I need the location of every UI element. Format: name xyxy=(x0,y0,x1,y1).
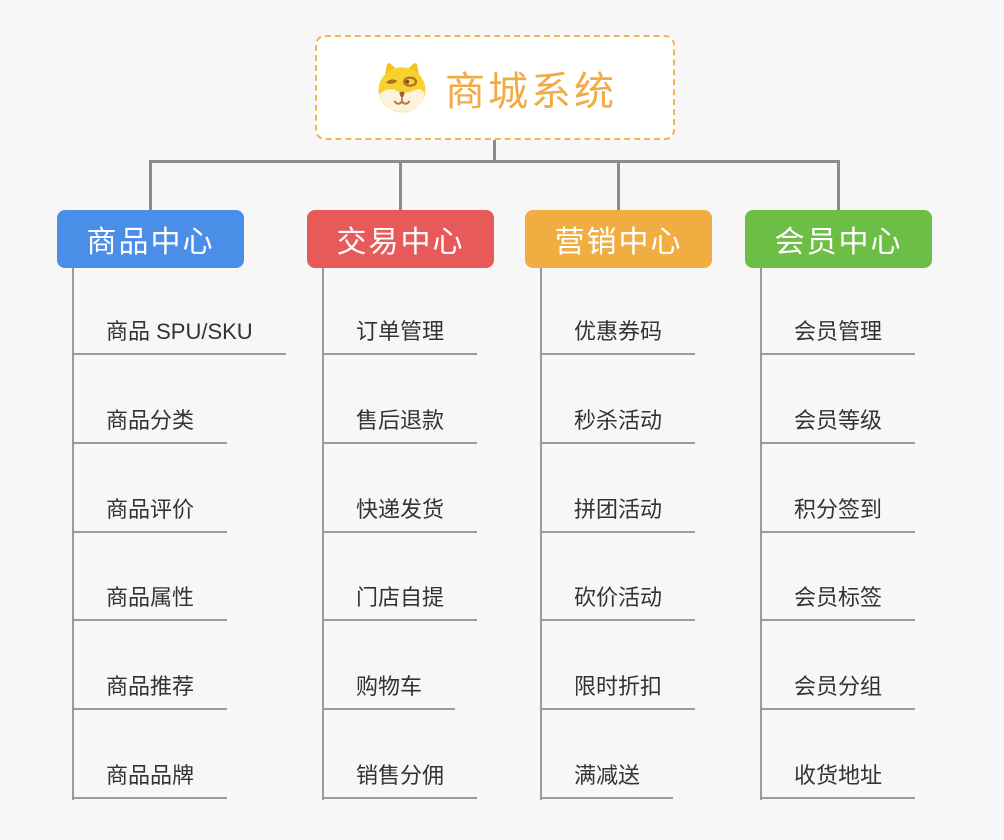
leaf-node[interactable]: 会员等级 xyxy=(760,408,916,444)
leaf-node[interactable]: 会员管理 xyxy=(760,319,916,355)
branch-marketing-center: 营销中心 优惠券码 秒杀活动 拼团活动 砍价活动 限时折扣 满减送 xyxy=(525,0,775,840)
leaf-node[interactable]: 商品品牌 xyxy=(72,763,228,799)
leaf-node[interactable]: 门店自提 xyxy=(322,585,478,621)
branch-trade-center: 交易中心 订单管理 售后退款 快递发货 门店自提 购物车 销售分佣 xyxy=(307,0,557,840)
leaf-node[interactable]: 商品评价 xyxy=(72,497,228,533)
connector-bus xyxy=(149,160,840,163)
leaf-node[interactable]: 会员分组 xyxy=(760,674,916,710)
leaf-node[interactable]: 拼团活动 xyxy=(540,497,696,533)
leaf-node[interactable]: 积分签到 xyxy=(760,497,916,533)
leaf-node[interactable]: 售后退款 xyxy=(322,408,478,444)
leaf-node[interactable]: 优惠券码 xyxy=(540,319,696,355)
branch-line-product-center xyxy=(72,268,74,800)
branch-line-member-center xyxy=(760,268,762,800)
leaf-node[interactable]: 快递发货 xyxy=(322,497,478,533)
branch-line-trade-center xyxy=(322,268,324,800)
leaf-node[interactable]: 砍价活动 xyxy=(540,585,696,621)
leaf-node[interactable]: 限时折扣 xyxy=(540,674,696,710)
leaf-node[interactable]: 商品 SPU/SKU xyxy=(72,319,286,355)
branch-node-product-center[interactable]: 商品中心 xyxy=(57,210,244,268)
root-title: 商城系统 xyxy=(445,69,617,114)
leaf-node[interactable]: 商品推荐 xyxy=(72,674,228,710)
branch-member-center: 会员中心 会员管理 会员等级 积分签到 会员标签 会员分组 收货地址 xyxy=(745,0,995,840)
doge-icon xyxy=(378,62,426,112)
branch-line-marketing-center xyxy=(540,268,542,800)
leaf-node[interactable]: 销售分佣 xyxy=(322,763,478,799)
leaf-node[interactable]: 订单管理 xyxy=(322,319,478,355)
leaf-node[interactable]: 满减送 xyxy=(540,763,674,799)
branch-product-center: 商品中心 商品 SPU/SKU 商品分类 商品评价 商品属性 商品推荐 商品品牌 xyxy=(57,0,307,840)
branch-node-marketing-center[interactable]: 营销中心 xyxy=(525,210,712,268)
root-node[interactable]: 商城系统 xyxy=(315,35,675,140)
branch-node-member-center[interactable]: 会员中心 xyxy=(745,210,932,268)
leaf-node[interactable]: 秒杀活动 xyxy=(540,408,696,444)
connector-drop-trade xyxy=(399,162,402,210)
leaf-node[interactable]: 收货地址 xyxy=(760,763,916,799)
leaf-node[interactable]: 会员标签 xyxy=(760,585,916,621)
connector-root-stem xyxy=(493,140,496,162)
branch-node-trade-center[interactable]: 交易中心 xyxy=(307,210,494,268)
leaf-node[interactable]: 购物车 xyxy=(322,674,456,710)
connector-drop-member xyxy=(837,162,840,210)
leaf-node[interactable]: 商品属性 xyxy=(72,585,228,621)
connector-drop-product xyxy=(149,162,152,210)
leaf-node[interactable]: 商品分类 xyxy=(72,408,228,444)
connector-drop-marketing xyxy=(617,162,620,210)
